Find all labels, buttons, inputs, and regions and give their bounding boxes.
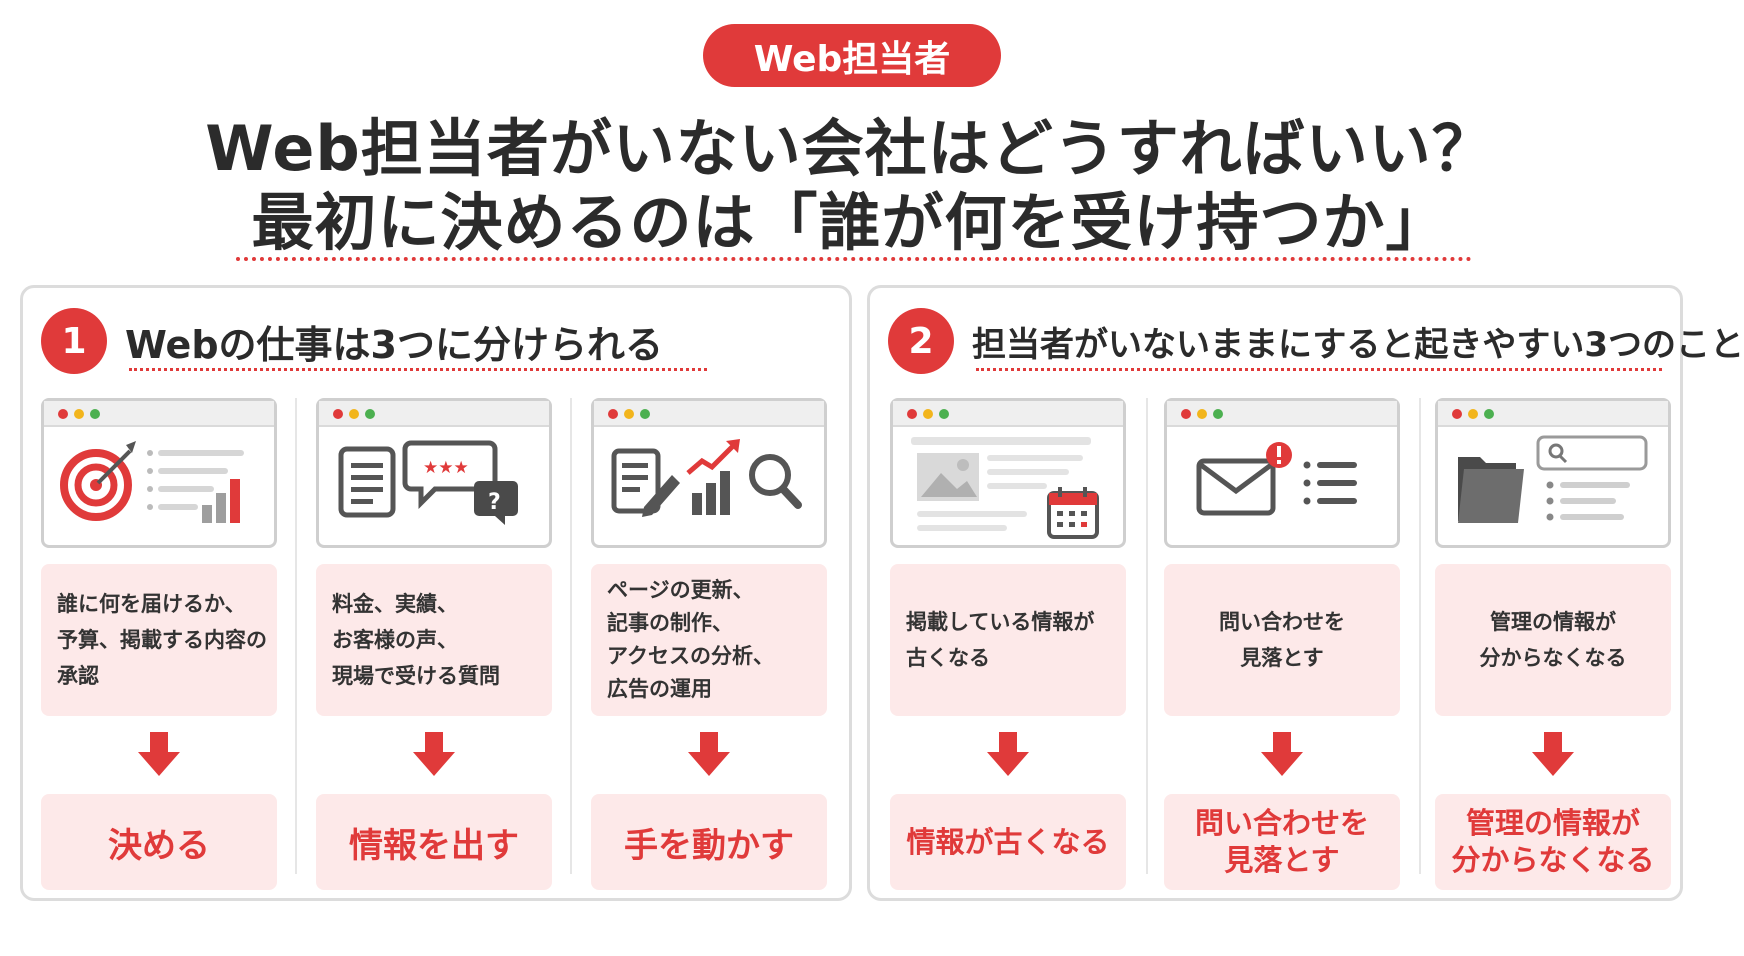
mail-alert-icon bbox=[1196, 442, 1357, 516]
result-label: 管理の情報が bbox=[1465, 806, 1640, 840]
section-1-column-2: ★★★ ? 料金、実績、 お客様の声、 現場で受ける質問 情報を出す bbox=[316, 398, 552, 894]
arrow-down-icon bbox=[987, 732, 1029, 776]
section-2-column-3: 管理の情報が 分からなくなる 管理の情報が 分からなくなる bbox=[1435, 398, 1671, 894]
description-card: 料金、実績、 お客様の声、 現場で受ける質問 bbox=[316, 564, 552, 716]
arrow-down-icon bbox=[1261, 732, 1303, 776]
description-card: 誰に何を届けるか、 予算、掲載する内容の 承認 bbox=[41, 564, 277, 716]
section-2-header: 2 担当者がいないままにすると起きやすい3つのこと bbox=[888, 308, 1744, 374]
document-review-chat-icon: ★★★ ? bbox=[338, 440, 518, 525]
section-2-column-2: 問い合わせを 見落とす 問い合わせを 見落とす bbox=[1164, 398, 1400, 894]
result-label: 分からなくなる bbox=[1451, 843, 1655, 877]
section-1-column-3: ページの更新、 記事の制作、 アクセスの分析、 広告の運用 手を動かす bbox=[591, 398, 827, 894]
arrow-down-icon bbox=[1532, 732, 1574, 776]
result-card: 管理の情報が 分からなくなる bbox=[1435, 794, 1671, 890]
result-card: 問い合わせを 見落とす bbox=[1164, 794, 1400, 890]
edit-growth-search-icon bbox=[611, 439, 802, 517]
result-label: 見落とす bbox=[1224, 843, 1340, 877]
description-line: 見落とす bbox=[1240, 646, 1324, 670]
section-1-number: 1 bbox=[41, 308, 107, 374]
description-line: 古くなる bbox=[906, 646, 990, 670]
section-1-title: Webの仕事は3つに分けられる bbox=[125, 322, 663, 367]
description-line: アクセスの分析、 bbox=[607, 644, 774, 668]
section-1-divider bbox=[129, 368, 707, 371]
webpage-calendar-icon bbox=[911, 437, 1099, 539]
section-2-number: 2 bbox=[888, 308, 954, 374]
column-separator bbox=[570, 398, 572, 874]
description-line: 料金、実績、 bbox=[332, 592, 458, 616]
browser-window bbox=[1164, 398, 1400, 548]
svg-text:★★★: ★★★ bbox=[423, 458, 469, 478]
description-line: ページの更新、 bbox=[607, 578, 754, 602]
section-2-divider bbox=[976, 368, 1662, 371]
arrow-down-icon bbox=[413, 732, 455, 776]
column-separator bbox=[295, 398, 297, 874]
description-line: 予算、掲載する内容の bbox=[57, 628, 267, 652]
folder-search-icon bbox=[1458, 435, 1648, 523]
result-label: 問い合わせを bbox=[1194, 806, 1369, 840]
description-line: 広告の運用 bbox=[607, 677, 712, 701]
result-card: 情報を出す bbox=[316, 794, 552, 890]
browser-titlebar bbox=[594, 401, 824, 427]
description-line: お客様の声、 bbox=[332, 628, 458, 652]
result-label: 情報が古くなる bbox=[906, 824, 1110, 859]
section-1-column-1: 誰に何を届けるか、 予算、掲載する内容の 承認 決める bbox=[41, 398, 277, 894]
description-line: 掲載している情報が bbox=[906, 610, 1095, 634]
section-1-header: 1 Webの仕事は3つに分けられる bbox=[41, 308, 663, 374]
description-card: 問い合わせを 見落とす bbox=[1164, 564, 1400, 716]
description-line: 現場で受ける質問 bbox=[332, 664, 500, 688]
description-card: ページの更新、 記事の制作、 アクセスの分析、 広告の運用 bbox=[591, 564, 827, 716]
browser-titlebar bbox=[1438, 401, 1668, 427]
description-line: 管理の情報が bbox=[1490, 610, 1616, 634]
result-card: 情報が古くなる bbox=[890, 794, 1126, 890]
description-line: 問い合わせを bbox=[1219, 610, 1345, 634]
header-badge: Web担当者 bbox=[703, 24, 1001, 87]
result-label: 手を動かす bbox=[624, 825, 794, 866]
result-card: 手を動かす bbox=[591, 794, 827, 890]
arrow-down-icon bbox=[138, 732, 180, 776]
browser-window bbox=[1435, 398, 1671, 548]
description-line: 分からなくなる bbox=[1479, 646, 1627, 670]
browser-titlebar bbox=[44, 401, 274, 427]
browser-window bbox=[890, 398, 1126, 548]
section-2-title: 担当者がいないままにすると起きやすい3つのこと bbox=[972, 324, 1744, 365]
column-separator bbox=[1419, 398, 1421, 874]
browser-titlebar bbox=[1167, 401, 1397, 427]
browser-titlebar bbox=[893, 401, 1123, 427]
browser-window bbox=[591, 398, 827, 548]
browser-titlebar bbox=[319, 401, 549, 427]
description-line: 誰に何を届けるか、 bbox=[57, 592, 246, 616]
column-separator bbox=[1146, 398, 1148, 874]
section-2-panel: 2 担当者がいないままにすると起きやすい3つのこと bbox=[867, 285, 1744, 901]
description-card: 管理の情報が 分からなくなる bbox=[1435, 564, 1671, 716]
description-line: 承認 bbox=[57, 664, 99, 688]
browser-window bbox=[41, 398, 277, 548]
result-card: 決める bbox=[41, 794, 277, 890]
title-divider bbox=[236, 257, 1472, 261]
svg-text:?: ? bbox=[488, 490, 501, 515]
result-label: 決める bbox=[108, 825, 210, 866]
page-title-line-1: Web担当者がいない会社はどうすればいい？ bbox=[205, 112, 1495, 185]
page-title-line-2: 最初に決めるのは「誰が何を受け持つか」 bbox=[251, 186, 1449, 259]
target-chart-icon bbox=[60, 441, 244, 523]
result-label: 情報を出す bbox=[349, 825, 519, 866]
description-card: 掲載している情報が 古くなる bbox=[890, 564, 1126, 716]
description-line: 記事の制作、 bbox=[607, 611, 733, 635]
section-1-panel: 1 Webの仕事は3つに分けられる 誰に何を届けるか、 bbox=[20, 285, 852, 901]
browser-window: ★★★ ? bbox=[316, 398, 552, 548]
section-2-column-1: 掲載している情報が 古くなる 情報が古くなる bbox=[890, 398, 1126, 894]
arrow-down-icon bbox=[688, 732, 730, 776]
